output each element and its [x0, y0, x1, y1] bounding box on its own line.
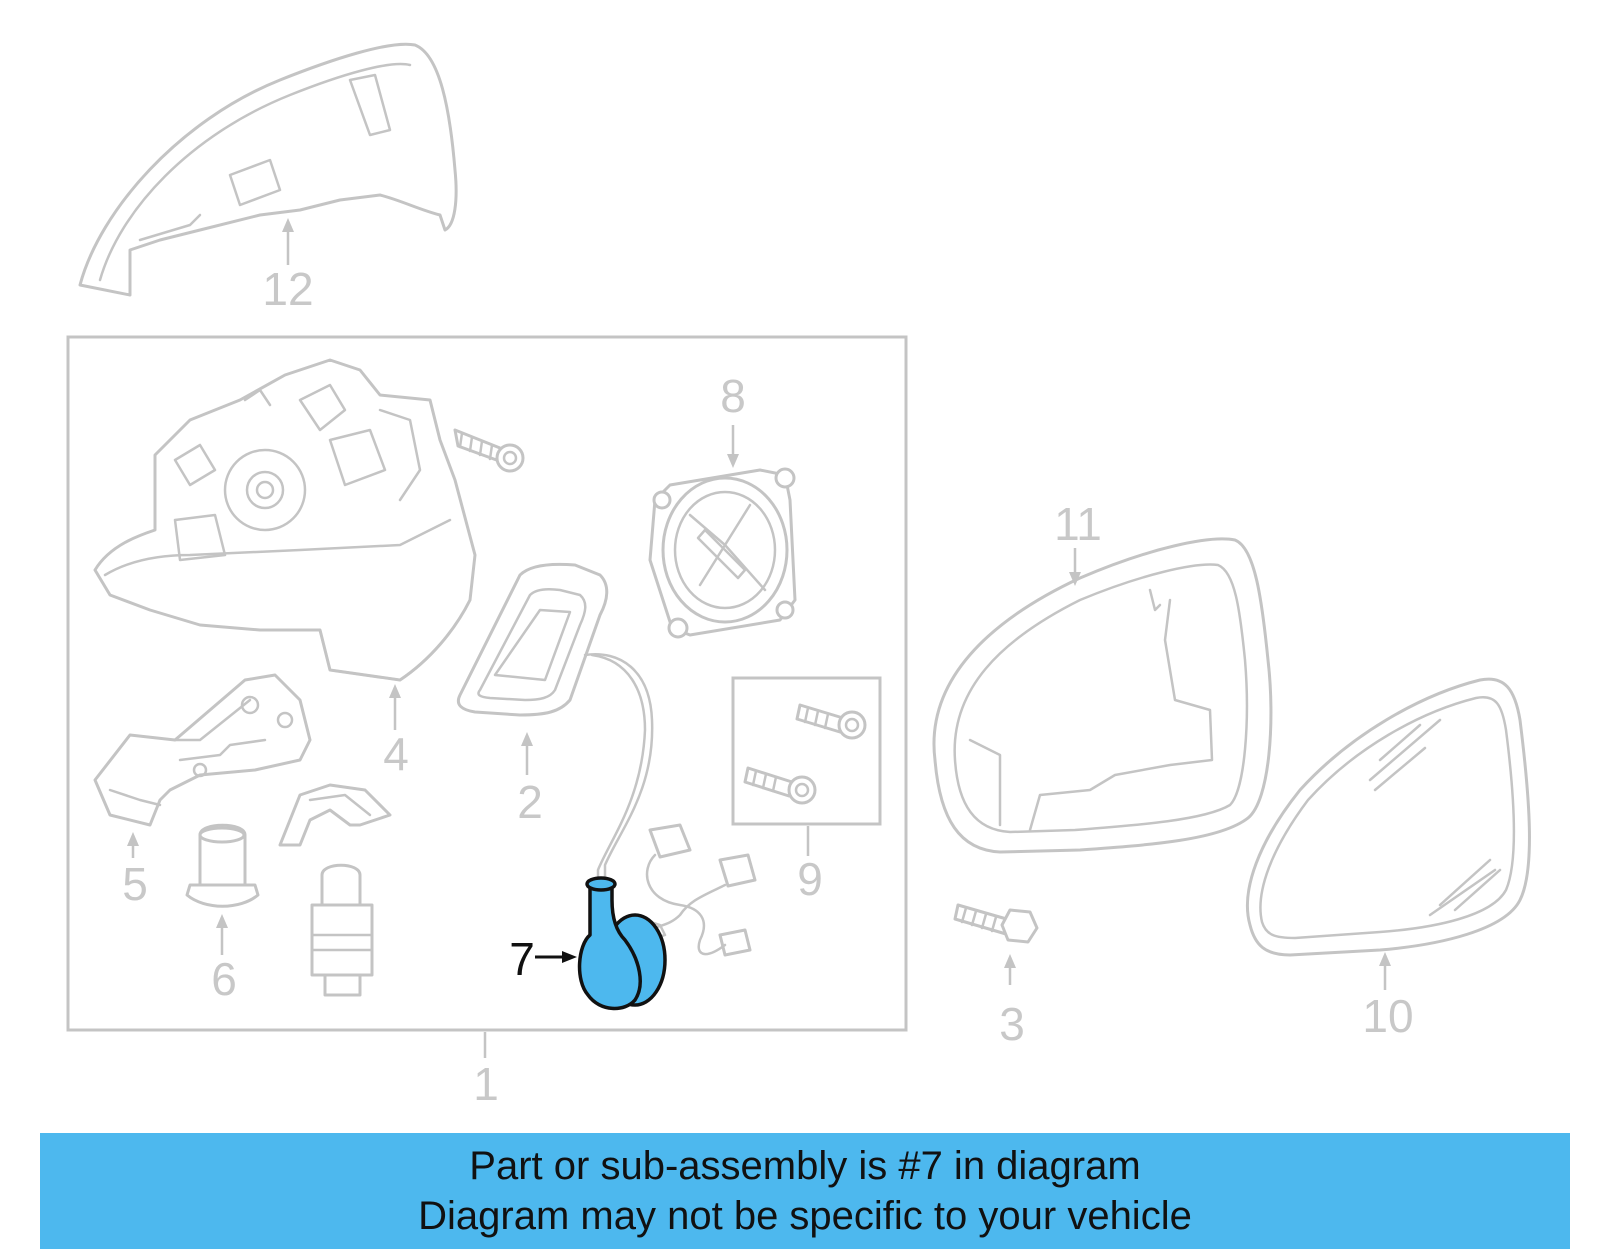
label-5: 5: [122, 858, 148, 910]
label-1: 1: [473, 1058, 499, 1110]
clip-bracket: [278, 783, 392, 847]
label-9: 9: [797, 853, 823, 905]
label-4: 4: [383, 728, 409, 780]
part-6-grommet: 6: [185, 823, 260, 1005]
label-10: 10: [1362, 990, 1413, 1042]
part-1-assembly-label: 1: [473, 1032, 499, 1110]
banner-line-1: Part or sub-assembly is #7 in diagram: [469, 1144, 1141, 1188]
kit-frame: [66, 335, 908, 1032]
part-3-screw: 3: [953, 903, 1039, 1050]
part-4-mirror-base: 4: [93, 358, 477, 780]
wire-harness: [643, 823, 757, 957]
label-12: 12: [262, 263, 313, 315]
part-9-bolt-set: 9: [731, 676, 882, 905]
label-3: 3: [999, 998, 1025, 1050]
banner-line-2: Diagram may not be specific to your vehi…: [418, 1194, 1192, 1238]
part-11-mirror-holder: 11: [932, 498, 1273, 854]
label-6: 6: [211, 953, 237, 1005]
bolt-upper: [453, 428, 525, 473]
part-8-lamp-unit: 8: [648, 370, 797, 639]
part-2-signal-lens: 2: [456, 562, 654, 882]
label-11: 11: [1054, 498, 1102, 550]
label-2: 2: [517, 776, 543, 828]
part-5-bracket: 5: [93, 673, 312, 910]
switch-unit: [310, 863, 374, 997]
label-7: 7: [509, 933, 535, 985]
part-7-highlighted: 7: [509, 876, 667, 1011]
info-banner: Part or sub-assembly is #7 in diagram Di…: [40, 1133, 1570, 1249]
part-12-mirror-cap: 12: [78, 42, 458, 315]
label-8: 8: [720, 370, 746, 422]
part-10-mirror-glass: 10: [1245, 677, 1531, 1042]
